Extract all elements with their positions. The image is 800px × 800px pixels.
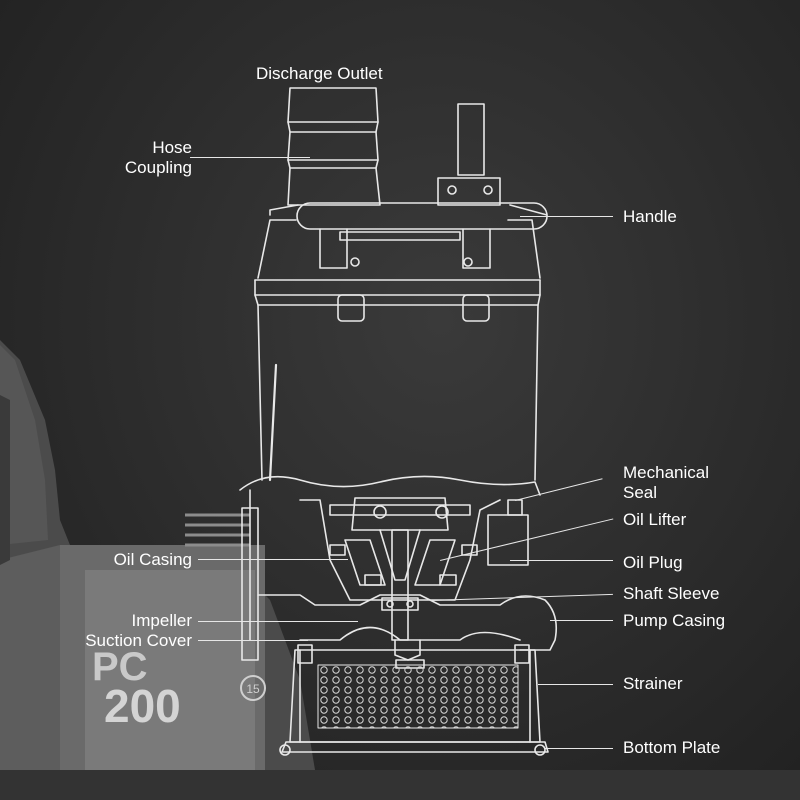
leader-pump-casing	[550, 620, 613, 621]
pump-casing-shape	[257, 594, 558, 669]
top-shaft-shape	[457, 103, 485, 176]
bottom-plate-shape	[279, 741, 549, 756]
label-suction-cover: Suction Cover	[85, 631, 192, 650]
label-oil-casing: Oil Casing	[113, 550, 192, 569]
leader-hose-coupling	[190, 157, 310, 158]
label-bottom-plate: Bottom Plate	[623, 738, 721, 757]
label-shaft-sleeve: Shaft Sleeve	[623, 584, 720, 603]
model-prefix: PC	[92, 645, 148, 689]
label-oil-plug: Oil Plug	[623, 553, 683, 572]
label-impeller: Impeller	[131, 611, 192, 630]
label-hose-coupling-line2: Coupling	[124, 158, 192, 177]
discharge-outlet-shape	[287, 87, 381, 206]
label-hose-coupling-line1: Hose	[152, 138, 192, 157]
leader-bottom-plate	[545, 748, 613, 749]
leader-oil-casing	[198, 559, 348, 560]
leader-impeller	[198, 621, 358, 622]
strainer-holes	[318, 665, 518, 728]
leader-strainer	[538, 684, 613, 685]
label-oil-lifter: Oil Lifter	[623, 510, 687, 529]
label-handle: Handle	[623, 207, 677, 226]
label-mechanical-seal-line1: Mechanical	[623, 463, 709, 482]
motor-housing-shape	[254, 204, 548, 482]
label-strainer: Strainer	[623, 674, 683, 693]
handle-shape	[296, 202, 548, 269]
label-pump-casing: Pump Casing	[623, 611, 726, 630]
model-number: 200	[104, 680, 181, 732]
label-mechanical-seal: Mechanical Seal	[623, 463, 709, 503]
label-hose-coupling: Hose Coupling	[110, 138, 192, 178]
label-mechanical-seal-line2: Seal	[623, 483, 658, 502]
leader-suction-cover	[198, 640, 308, 641]
badge-circle	[240, 675, 266, 701]
oil-casing-shape	[239, 475, 541, 661]
shaft-shape	[391, 529, 409, 641]
leader-oil-plug	[510, 560, 613, 561]
leader-handle	[520, 216, 613, 217]
label-discharge-outlet: Discharge Outlet	[256, 64, 383, 83]
badge-number: 15	[246, 682, 260, 696]
